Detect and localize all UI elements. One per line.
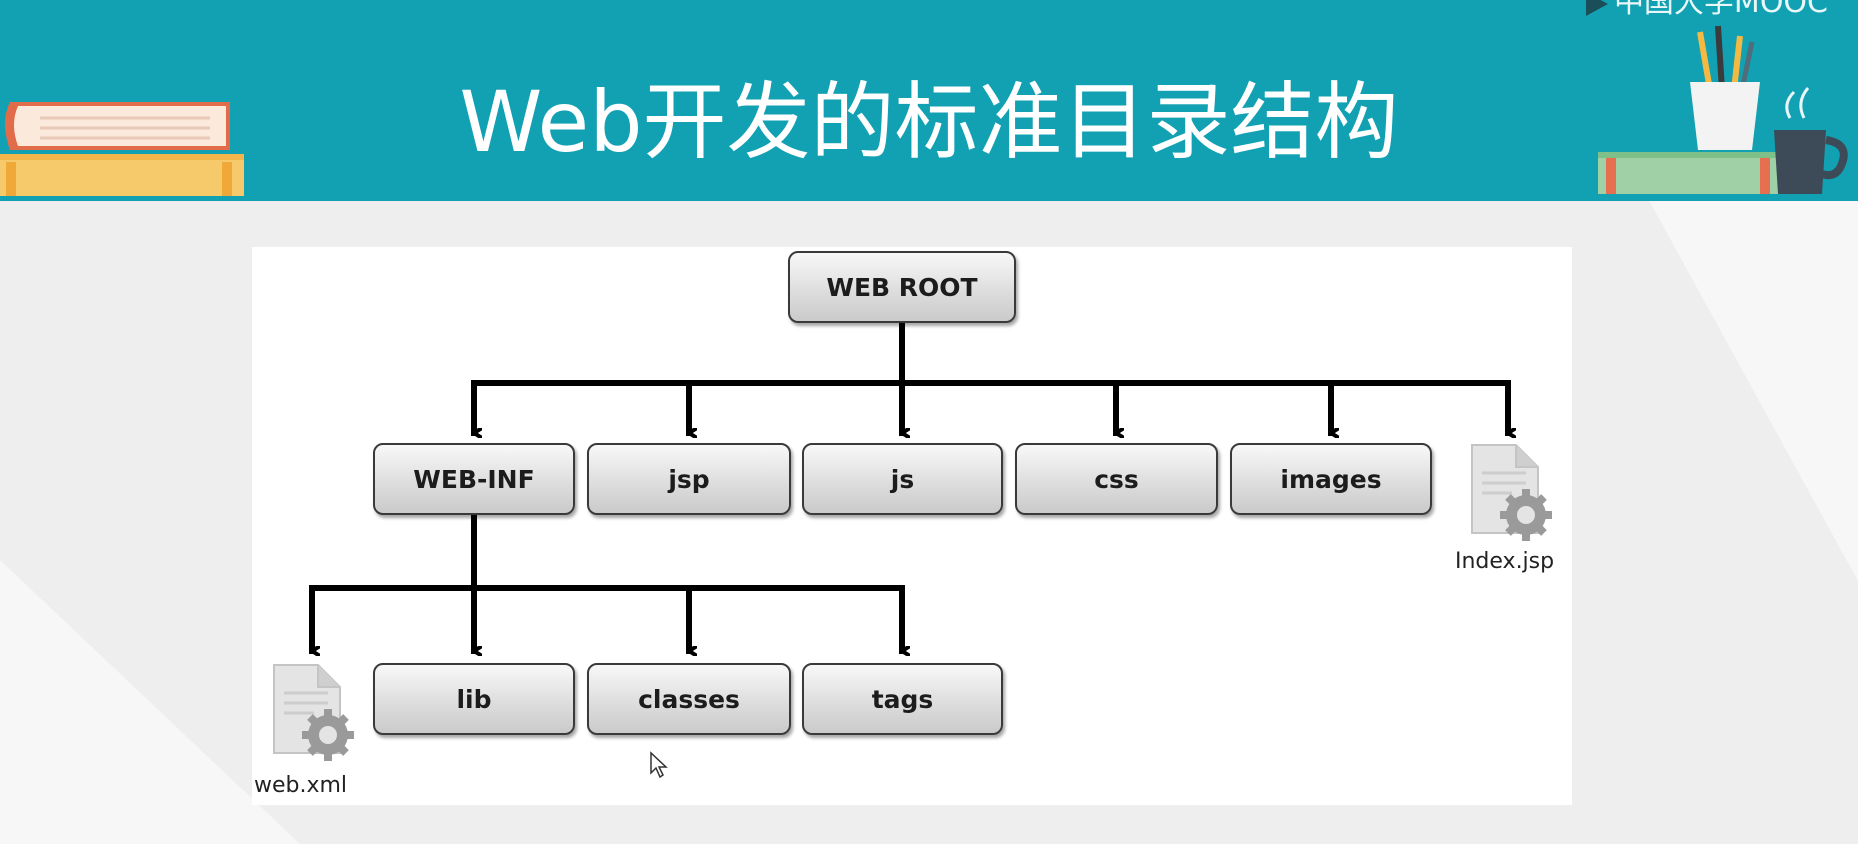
desk-illustration bbox=[1598, 25, 1848, 194]
file-label-index-jsp: Index.jsp bbox=[1455, 549, 1555, 574]
node-js: js bbox=[802, 443, 1003, 515]
node-web-root: WEB ROOT bbox=[788, 251, 1016, 323]
watermark-text: 中国大学MOOC bbox=[1613, 0, 1828, 20]
books-illustration bbox=[0, 102, 244, 196]
node-jsp: jsp bbox=[587, 443, 791, 515]
slide-header: 中国大学MOOC Web开发的标准目录结构 bbox=[0, 0, 1858, 201]
node-css: css bbox=[1015, 443, 1218, 515]
background-shape bbox=[1649, 201, 1858, 581]
node-lib: lib bbox=[373, 663, 575, 735]
connector-lines bbox=[309, 321, 1572, 805]
node-classes: classes bbox=[587, 663, 791, 735]
mouse-cursor-icon bbox=[650, 751, 668, 779]
node-images: images bbox=[1230, 443, 1432, 515]
file-gear-icon bbox=[273, 664, 354, 761]
file-label-web-xml: web.xml bbox=[254, 773, 348, 798]
play-icon bbox=[1585, 0, 1608, 16]
node-web-inf: WEB-INF bbox=[373, 443, 575, 515]
directory-diagram: WEB ROOT WEB-INF jsp js css images Index… bbox=[252, 247, 1572, 805]
slide-title: Web开发的标准目录结构 bbox=[459, 73, 1399, 171]
mooc-watermark: 中国大学MOOC bbox=[1585, 0, 1828, 20]
node-tags: tags bbox=[802, 663, 1003, 735]
file-gear-icon bbox=[1471, 444, 1552, 541]
